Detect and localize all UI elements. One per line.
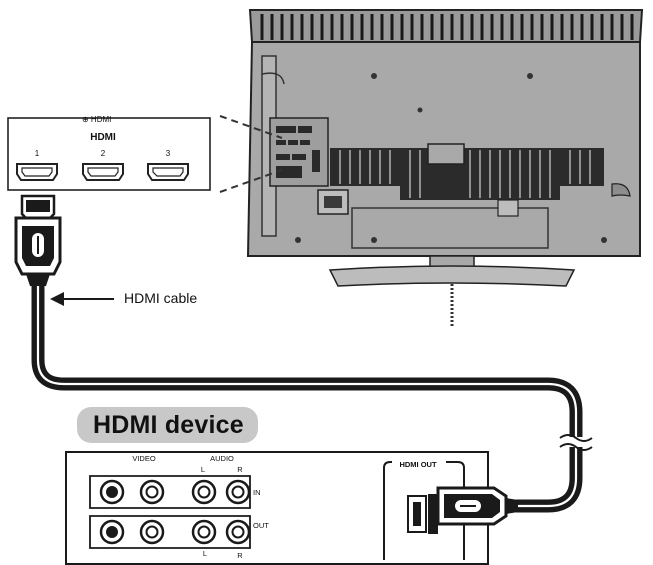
hdmi-port-1 xyxy=(16,163,58,181)
hdmi-port-label-3: 3 xyxy=(166,149,171,158)
hdmi-panel-header: ⊕ HDMI xyxy=(82,115,111,124)
audio-right-label-top: R xyxy=(237,465,243,474)
tv-rear-view xyxy=(246,9,644,326)
audio-l-in-jack xyxy=(191,479,217,505)
hdmi-out-port xyxy=(407,495,427,533)
hdmi-port-2 xyxy=(82,163,124,181)
hdmi-port-label-2: 2 xyxy=(101,149,106,158)
video-in-jack xyxy=(139,479,165,505)
s-video-in-jack xyxy=(99,479,125,505)
hdmi-port-label-1: 1 xyxy=(35,149,40,158)
hdmi-device-title: HDMI device xyxy=(93,411,244,439)
zoom-leader-lines xyxy=(219,115,283,193)
hdmi-input-panel: ⊕ HDMI HDMI 1 2 3 xyxy=(7,115,211,191)
audio-label: AUDIO xyxy=(210,454,234,463)
hdmi-out-label: HDMI OUT xyxy=(399,460,436,469)
hdmi-cable-label: HDMI cable xyxy=(124,290,197,306)
audio-left-label-bottom: L xyxy=(203,549,207,558)
video-label: VIDEO xyxy=(132,454,156,463)
hdmi-plug-bottom xyxy=(428,486,518,534)
hdmi-device: VIDEO AUDIO L R IN xyxy=(65,451,489,565)
hdmi-plug-top xyxy=(14,194,62,286)
audio-left-label-top: L xyxy=(201,465,205,474)
hdmi-cable xyxy=(31,284,593,513)
hdmi-device-title-badge: HDMI device xyxy=(77,407,258,443)
cable-label-arrow xyxy=(50,292,114,306)
video-out-jack xyxy=(139,519,165,545)
audio-r-out-jack xyxy=(225,519,251,545)
hdmi-port-3 xyxy=(147,163,189,181)
s-video-out-jack xyxy=(99,519,125,545)
out-label: OUT xyxy=(253,521,269,530)
audio-l-out-jack xyxy=(191,519,217,545)
audio-r-in-jack xyxy=(225,479,251,505)
audio-right-label-bottom: R xyxy=(237,551,243,560)
hdmi-panel-logo: HDMI xyxy=(90,132,116,143)
in-label: IN xyxy=(253,488,261,497)
